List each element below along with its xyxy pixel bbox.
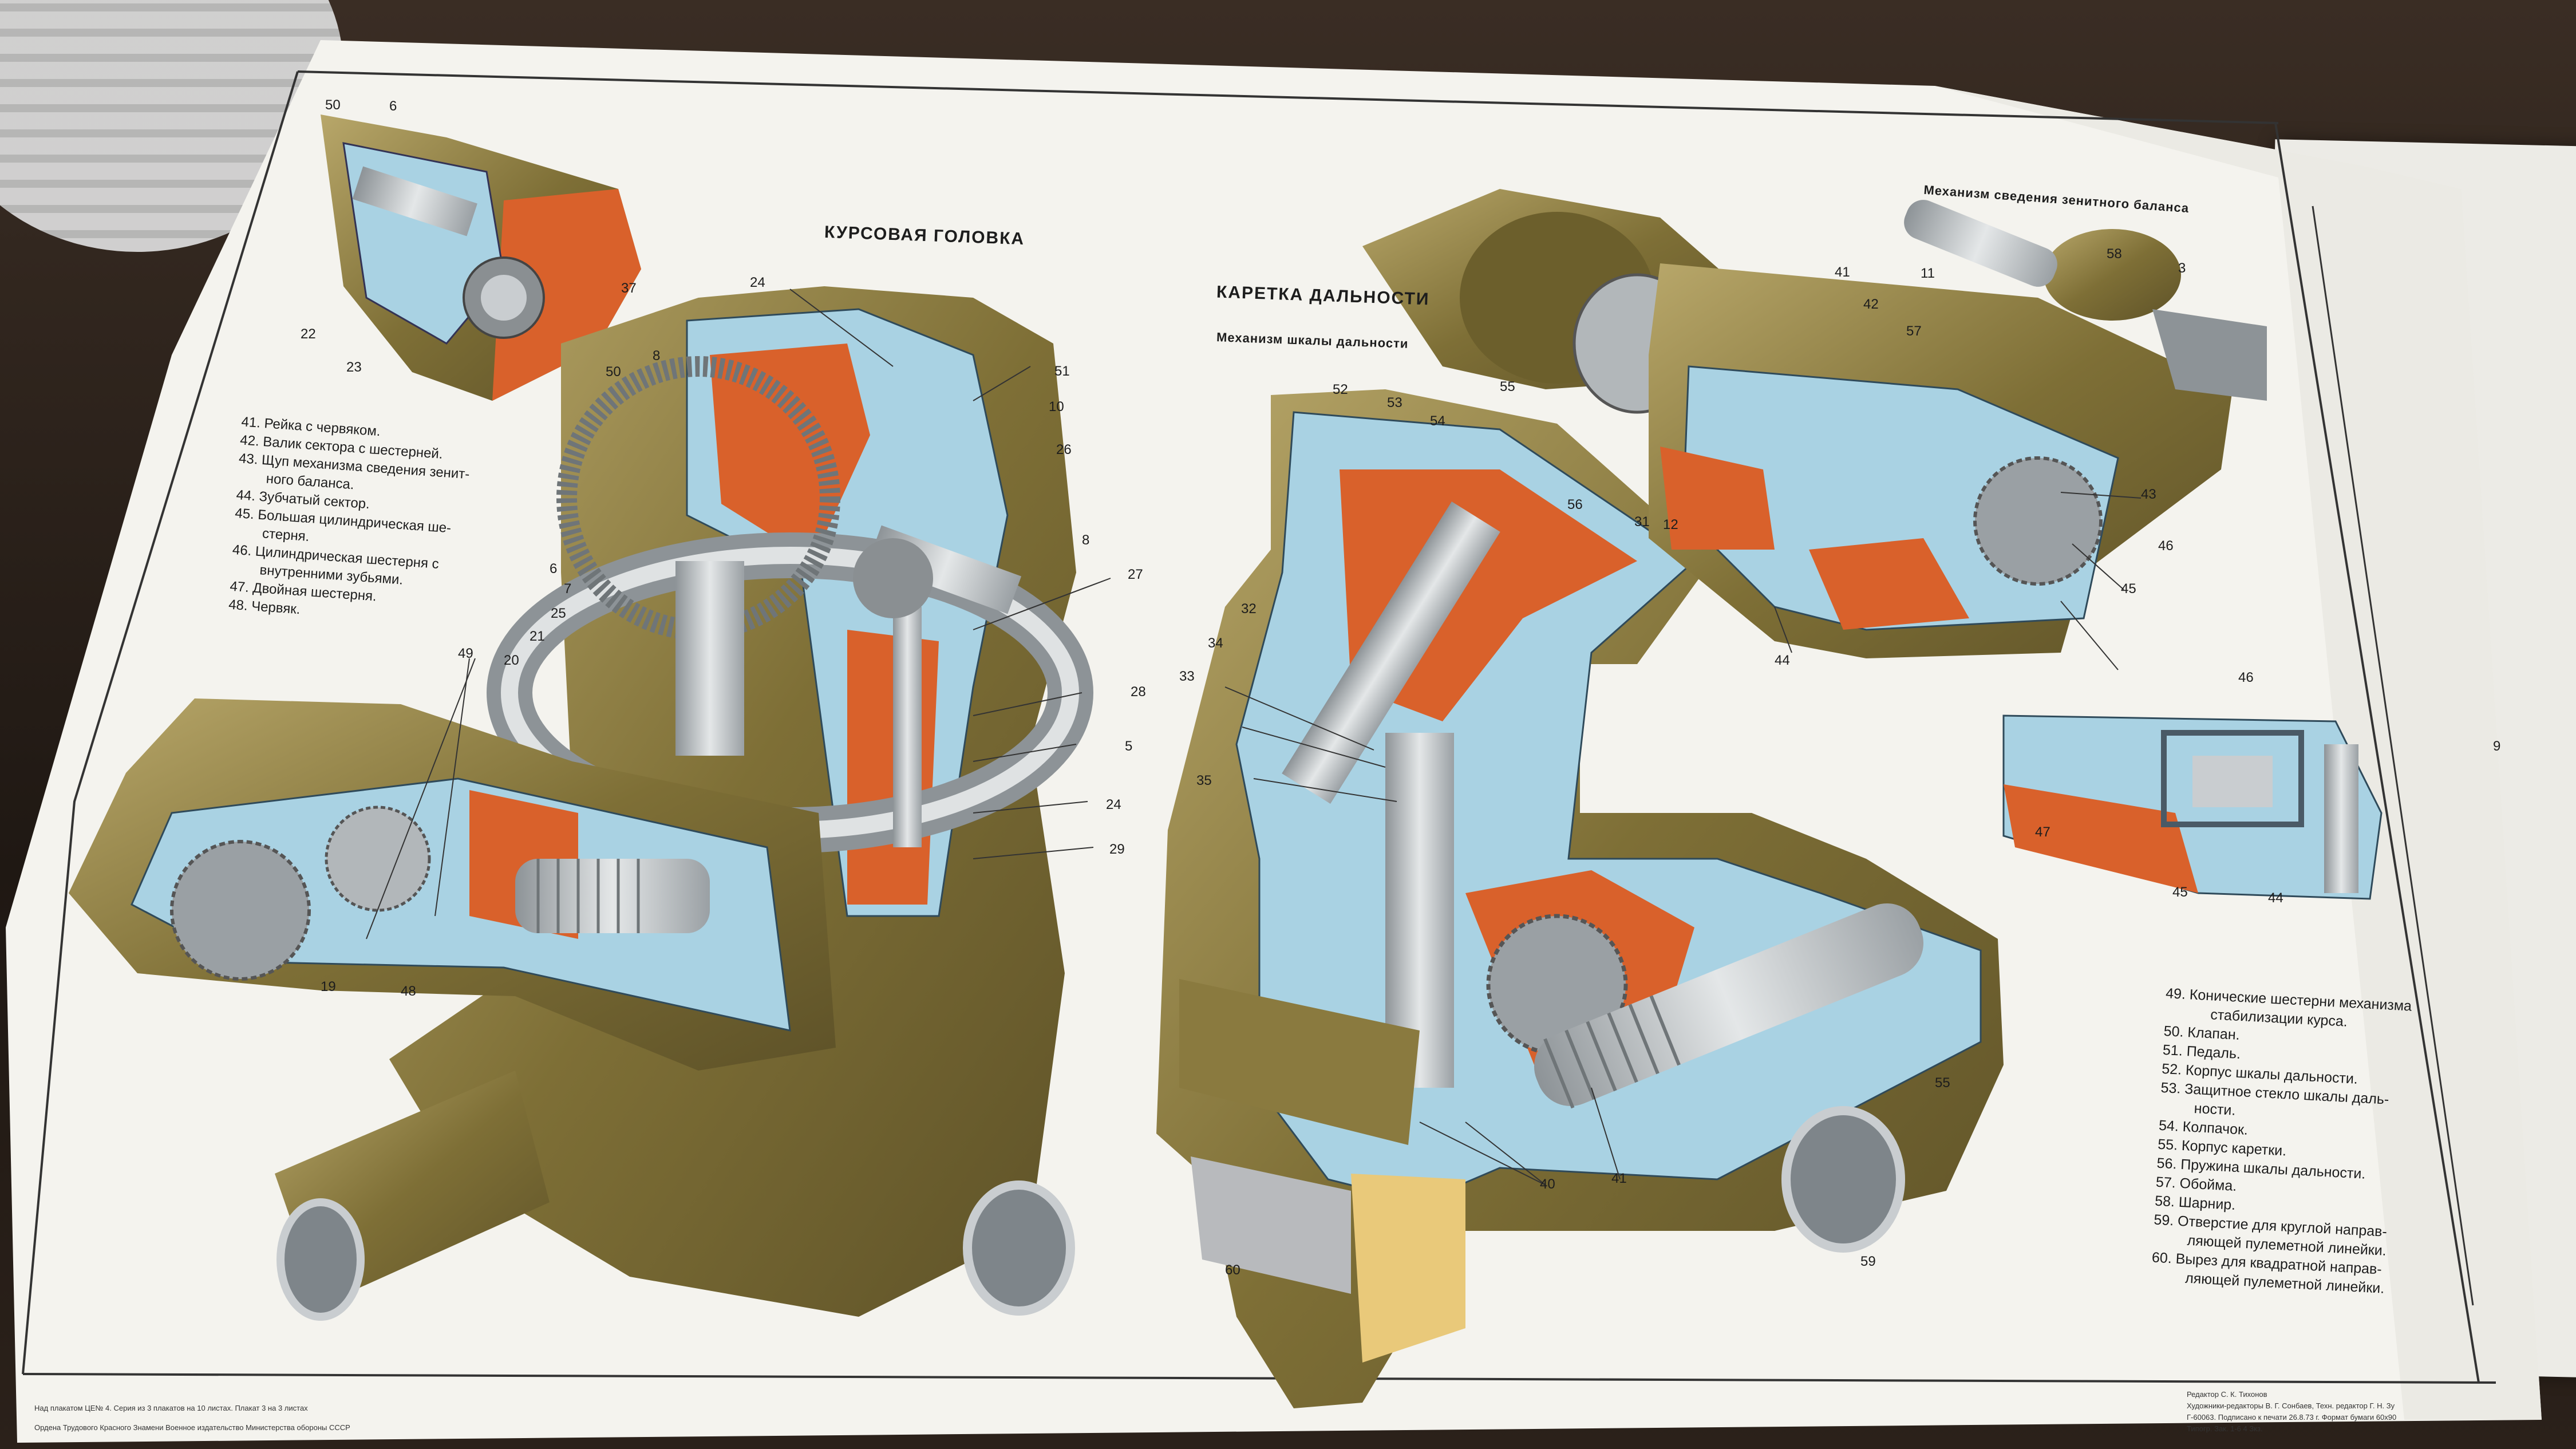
callout-number: 41 bbox=[1611, 1171, 1627, 1186]
callout-number: 56 bbox=[1567, 497, 1583, 512]
callout-number: 26 bbox=[1056, 442, 1072, 457]
kursovaya-golovka-illustration bbox=[69, 286, 1093, 1321]
callout-number: 31 bbox=[1634, 514, 1650, 530]
callout-number: 45 bbox=[2121, 581, 2136, 597]
callout-number: 27 bbox=[1128, 567, 1143, 582]
callout-number: 42 bbox=[1863, 297, 1879, 312]
callout-number: 40 bbox=[1540, 1176, 1555, 1192]
callout-number: 33 bbox=[1179, 669, 1195, 684]
legend-right: 49. Конические шестерни механизма стабил… bbox=[2150, 984, 2412, 1299]
callout-number: 3 bbox=[2178, 260, 2186, 276]
callout-number: 43 bbox=[2141, 487, 2156, 502]
frame-line bbox=[22, 1373, 2496, 1384]
callout-number: 11 bbox=[1921, 266, 1935, 281]
callout-number: 44 bbox=[1775, 653, 1790, 668]
callout-number: 32 bbox=[1241, 601, 1257, 617]
small-cutaway-top-left bbox=[321, 115, 641, 401]
callout-number: 60 bbox=[1225, 1262, 1240, 1278]
callout-number: 6 bbox=[550, 561, 558, 577]
callout-number: 9 bbox=[2493, 739, 2501, 754]
callout-number: 19 bbox=[321, 979, 336, 994]
callout-number: 24 bbox=[1106, 797, 1121, 812]
footer-right-line1: Редактор С. К. Тихонов bbox=[2187, 1390, 2267, 1399]
callout-number: 28 bbox=[1131, 684, 1146, 700]
footer-right-line2: Художники-редакторы В. Г. Сонбаев, Техн.… bbox=[2187, 1401, 2395, 1410]
frame-line bbox=[22, 71, 299, 1375]
footer-left-line1: Над плакатом ЦЕ№ 4. Серия из 3 плакатов … bbox=[34, 1404, 308, 1412]
callout-number: 8 bbox=[653, 348, 661, 364]
callout-number: 46 bbox=[2158, 538, 2174, 554]
footer-right-line4: Типогр. Зак. 1-6 4 Зкз. bbox=[2187, 1424, 2263, 1433]
callout-number: 47 bbox=[2035, 824, 2050, 840]
callout-number: 58 bbox=[2107, 246, 2122, 262]
svedenie-mechanism-illustration bbox=[1362, 189, 2267, 658]
footer-left-line2: Ордена Трудового Красного Знамени Военно… bbox=[34, 1423, 350, 1432]
callout-number: 23 bbox=[346, 360, 362, 375]
callout-number: 53 bbox=[1387, 395, 1402, 410]
callout-number: 10 bbox=[1049, 399, 1064, 414]
callout-number: 49 bbox=[458, 646, 473, 661]
callout-number: 6 bbox=[389, 98, 397, 114]
callout-number: 20 bbox=[504, 653, 519, 668]
callout-number: 24 bbox=[750, 275, 765, 290]
callout-number: 5 bbox=[1125, 739, 1133, 754]
callout-number: 29 bbox=[1109, 842, 1125, 857]
legend-left: 41. Рейка с червяком. 42. Валик сектора … bbox=[228, 413, 473, 630]
callout-number: 35 bbox=[1196, 773, 1212, 788]
callout-number: 44 bbox=[2268, 890, 2283, 906]
callout-number: 41 bbox=[1835, 264, 1850, 280]
callout-number: 12 bbox=[1663, 517, 1678, 532]
frame-line bbox=[297, 70, 2279, 124]
callout-number: 34 bbox=[1208, 635, 1223, 651]
callout-number: 55 bbox=[1500, 379, 1515, 394]
callout-number: 59 bbox=[1860, 1254, 1876, 1269]
callout-number: 45 bbox=[2172, 885, 2188, 900]
karetka-dalnosti-illustration bbox=[1156, 389, 2004, 1408]
callout-number: 50 bbox=[325, 97, 341, 113]
callout-number: 51 bbox=[1054, 364, 1070, 379]
callout-number: 54 bbox=[1430, 413, 1445, 429]
callout-number: 22 bbox=[301, 326, 316, 342]
callout-number: 21 bbox=[530, 629, 545, 644]
callout-number: 55 bbox=[1935, 1075, 1950, 1091]
callout-number: 46 bbox=[2238, 670, 2254, 685]
detail-44-47-illustration bbox=[2002, 714, 2383, 900]
callout-number: 50 bbox=[606, 364, 621, 380]
callout-number: 52 bbox=[1333, 382, 1348, 397]
callout-number: 57 bbox=[1906, 323, 1922, 339]
callout-number: 7 bbox=[564, 581, 572, 597]
callout-number: 25 bbox=[551, 606, 566, 621]
callout-number: 8 bbox=[1082, 532, 1090, 548]
callout-number: 37 bbox=[621, 281, 637, 296]
frame-line bbox=[2274, 123, 2480, 1383]
callout-number: 48 bbox=[401, 984, 416, 999]
footer-right-line3: Г-60063. Подписано к печати 26.8.73 г. Ф… bbox=[2187, 1413, 2397, 1422]
